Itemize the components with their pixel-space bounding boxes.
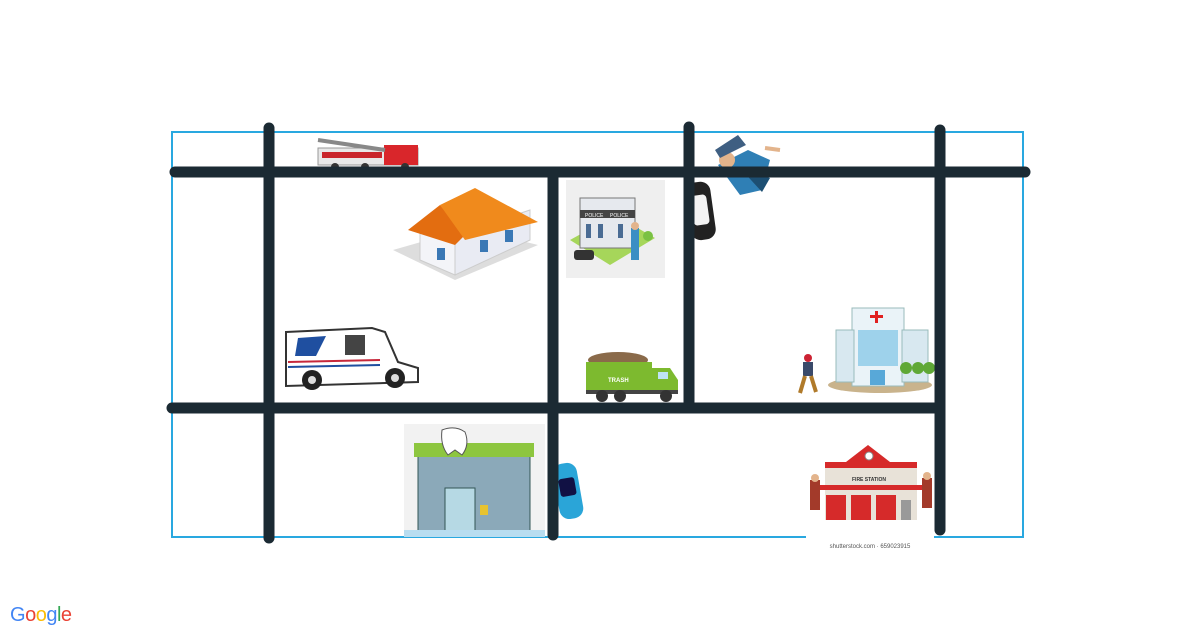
trash-truck-image[interactable]: TRASH <box>586 352 678 402</box>
police-station-image[interactable]: POLICE POLICE <box>566 180 665 278</box>
road-grid[interactable] <box>166 121 1031 544</box>
fire-truck-image[interactable] <box>317 138 419 171</box>
fire-station-sign: FIRE STATION <box>852 477 886 483</box>
google-logo-text: Google <box>10 604 72 626</box>
police-officer-image[interactable] <box>715 135 781 195</box>
trash-label: TRASH <box>608 378 629 384</box>
image-caption: shutterstock.com · 659023915 <box>829 544 911 550</box>
fire-station-image[interactable]: FIRE STATION <box>806 440 934 558</box>
police-sign-left: POLICE <box>585 213 604 219</box>
pedestrian-image[interactable] <box>798 354 818 394</box>
google-logo: Google <box>10 604 72 627</box>
frame-rectangle[interactable] <box>171 131 1024 538</box>
blue-car-image[interactable] <box>551 461 584 520</box>
house-image[interactable] <box>393 188 538 280</box>
dentist-office-image[interactable] <box>404 424 545 537</box>
hospital-image[interactable] <box>828 307 935 393</box>
mail-truck-image[interactable] <box>285 326 419 390</box>
police-sign-right: POLICE <box>610 213 629 219</box>
